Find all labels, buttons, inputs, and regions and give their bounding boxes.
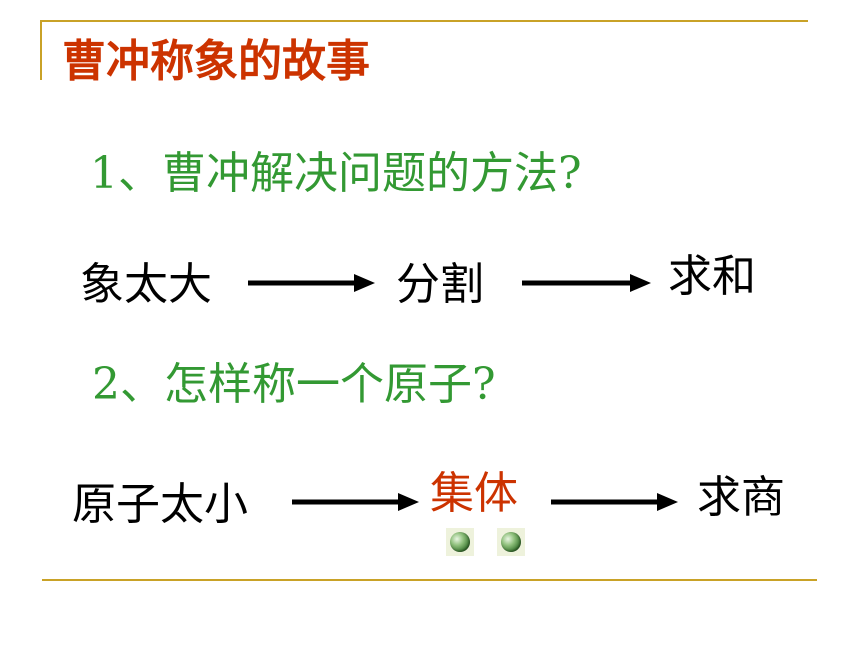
row1-arrow-1 <box>248 274 375 292</box>
row2-arrow-2 <box>551 493 678 511</box>
question-1: 1、曹冲解决问题的方法? <box>90 148 582 199</box>
top-rule <box>40 20 808 22</box>
row2-middle: 集体 <box>430 468 518 519</box>
row1-end: 求和 <box>668 251 756 302</box>
left-rule <box>40 20 42 80</box>
row2-arrow-1 <box>292 493 419 511</box>
atom-bead-icon-1 <box>450 532 470 552</box>
row2-start: 原子太小 <box>72 479 248 530</box>
row1-arrow-2 <box>522 274 651 292</box>
atom-bead-icon-2 <box>501 532 521 552</box>
slide-title: 曹冲称象的故事 <box>62 36 370 87</box>
row2-end: 求商 <box>697 472 785 523</box>
bottom-rule <box>42 579 817 581</box>
question-2: 2、怎样称一个原子? <box>92 359 496 410</box>
row1-start: 象太大 <box>80 259 212 310</box>
row1-middle: 分割 <box>396 259 484 310</box>
